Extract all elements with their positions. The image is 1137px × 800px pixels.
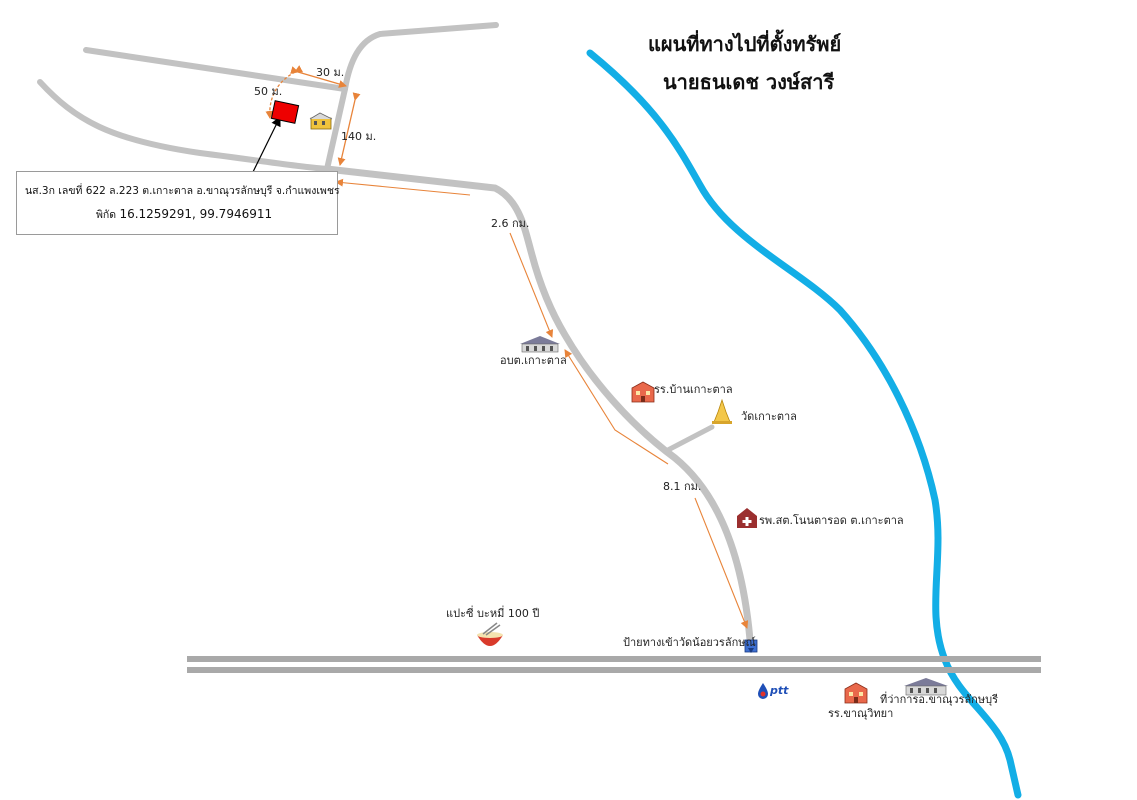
route-arrow-2-6km	[335, 178, 471, 196]
road-upper-west	[83, 47, 348, 92]
highway-lane-top	[187, 656, 1041, 662]
distance-label-2-6km: 2.6 กม.	[491, 217, 530, 230]
landmark-label-temple: วัดเกาะตาล	[741, 410, 797, 423]
highway-lane-bottom	[187, 667, 1041, 673]
temple-icon	[712, 398, 732, 424]
property-info-box: นส.3ก เลขที่ 622 ล.223 ต.เกาะตาล อ.ขาณุว…	[16, 171, 340, 235]
landmark-label-khanu-school: รร.ขาณุวิทยา	[828, 707, 894, 720]
house-icon	[309, 112, 333, 130]
government-building-icon	[520, 336, 560, 353]
landmark-label-school: รร.บ้านเกาะตาล	[654, 383, 733, 396]
landmark-label-wat-sign: ป้ายทางเข้าวัดน้อยวรลักษณ์	[623, 636, 756, 649]
landmark-label-noodle: แปะซี่ บะหมี่ 100 ปี	[446, 607, 540, 620]
school-icon	[631, 381, 655, 403]
dim-30m-arrow	[290, 66, 347, 88]
road-vertical	[324, 22, 499, 172]
distance-label-30m: 30 ม.	[316, 66, 345, 79]
route-arrow-8-1km-b	[694, 497, 749, 629]
distance-label-8-1km: 8.1 กม.	[663, 480, 702, 493]
deed-text: นส.3ก เลขที่ 622 ล.223 ต.เกาะตาล อ.ขาณุว…	[25, 185, 340, 197]
landmark-label-district-office: ที่ว่าการอ.ขาณุวรลักษบุรี	[880, 693, 998, 706]
coordinates-label: พิกัด	[96, 209, 120, 221]
road-wat-branch	[665, 424, 715, 453]
dim-50m-arrow	[265, 65, 304, 119]
landmark-label-hospital: รพ.สต.โนนตารอด ต.เกาะตาล	[759, 514, 904, 527]
coordinates-line: พิกัด 16.1259291, 99.7946911	[96, 206, 272, 223]
river	[586, 49, 1022, 799]
khanu-school-icon	[844, 682, 868, 704]
landmark-label-sao: อบต.เกาะตาล	[500, 354, 567, 367]
ptt-logo-icon	[758, 683, 768, 699]
ptt-label: ptt	[770, 684, 789, 697]
road-main	[323, 165, 754, 644]
route-arrow-2-6km-b	[509, 232, 554, 338]
road-lower-west	[37, 79, 330, 172]
sign-marker-icon	[744, 639, 758, 653]
property-plot	[270, 100, 300, 124]
coordinates-value: 16.1259291, 99.7946911	[119, 207, 273, 221]
dim-140m-arrow	[337, 92, 361, 166]
callout-pointer	[249, 116, 281, 179]
hospital-icon	[737, 508, 757, 528]
route-arrow-8-1km	[564, 349, 669, 465]
owner-name: นายธนเดช วงษ์สารี	[663, 70, 835, 94]
district-office-icon	[904, 678, 948, 696]
distance-label-140m: 140 ม.	[341, 130, 377, 143]
distance-label-50m: 50 ม.	[254, 85, 283, 98]
noodle-bowl-icon	[477, 622, 503, 646]
map-title: แผนที่ทางไปที่ตั้งทรัพย์	[648, 32, 842, 56]
